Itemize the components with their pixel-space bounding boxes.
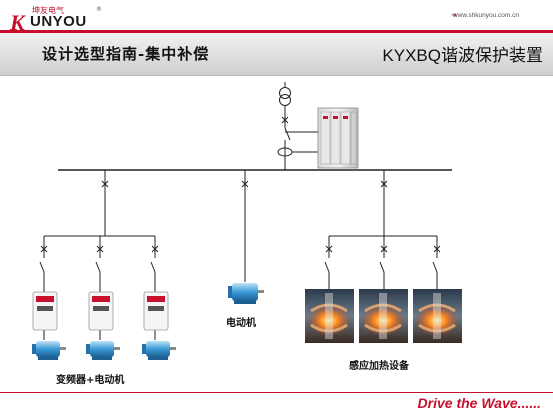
motor-icon (32, 283, 264, 360)
logo-registered-mark: ® (96, 6, 102, 13)
product-title: KYXBQ谐波保护装置 (382, 46, 543, 65)
switch-icon (39, 236, 159, 292)
label-motor: 电动机 (226, 318, 256, 329)
logo-letter: K (10, 10, 25, 35)
title-bar: 设计选型指南-集中补偿 KYXBQ谐波保护装置 (0, 33, 553, 76)
transformer-icon (279, 82, 291, 115)
company-logo: K 坤友电气 UNYOU ® (6, 4, 116, 35)
inverter-icon (32, 291, 169, 331)
footer-divider (0, 392, 553, 393)
website-arrow-icon: ➔ (451, 11, 457, 19)
logo-chinese: 坤友电气 (32, 6, 64, 15)
switch-icon (324, 236, 441, 290)
breaker-icon (101, 170, 388, 282)
page-title: 设计选型指南-集中补偿 (42, 45, 210, 63)
website-link[interactable]: www.shkunyou.com.cn (452, 12, 519, 19)
footer-slogan: Drive the Wave...... (417, 395, 541, 411)
induction-heater-icon (305, 289, 462, 343)
breaker-icon (281, 115, 291, 170)
logo-english: UNYOU (30, 13, 87, 30)
cabinet-icon (317, 107, 359, 169)
label-vfd-motor: 变频器+电动机 (56, 375, 125, 386)
label-induction-heating: 感应加热设备 (349, 361, 409, 372)
header-divider (0, 30, 553, 33)
